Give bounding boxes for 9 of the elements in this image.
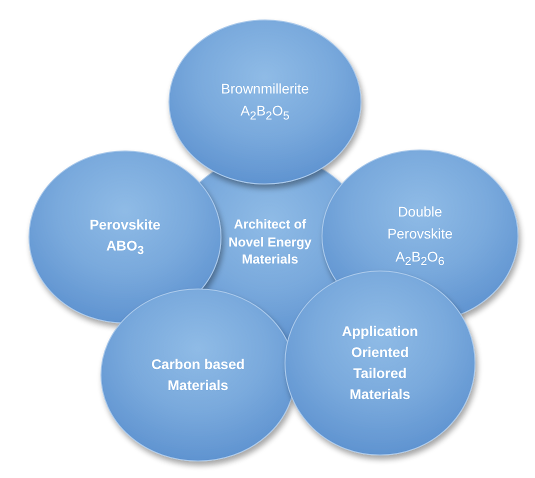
node-label: Double Perovskite xyxy=(386,202,454,244)
node-label: Application Oriented Tailored Materials xyxy=(340,322,420,404)
formula-label: A$_{2}$B$_{2}$O$_{6}$ xyxy=(395,247,445,270)
node-label: Perovskite xyxy=(90,215,160,234)
node-label: Carbon based Materials xyxy=(150,355,246,395)
formula-label: ABO$_{3}$ xyxy=(106,236,144,260)
node-label: Brownmillerite xyxy=(221,80,309,99)
node-label: Architect of Novel Energy Materials xyxy=(228,216,312,268)
formula-label: A$_{2}$B$_{2}$O$_{5}$ xyxy=(240,102,290,125)
